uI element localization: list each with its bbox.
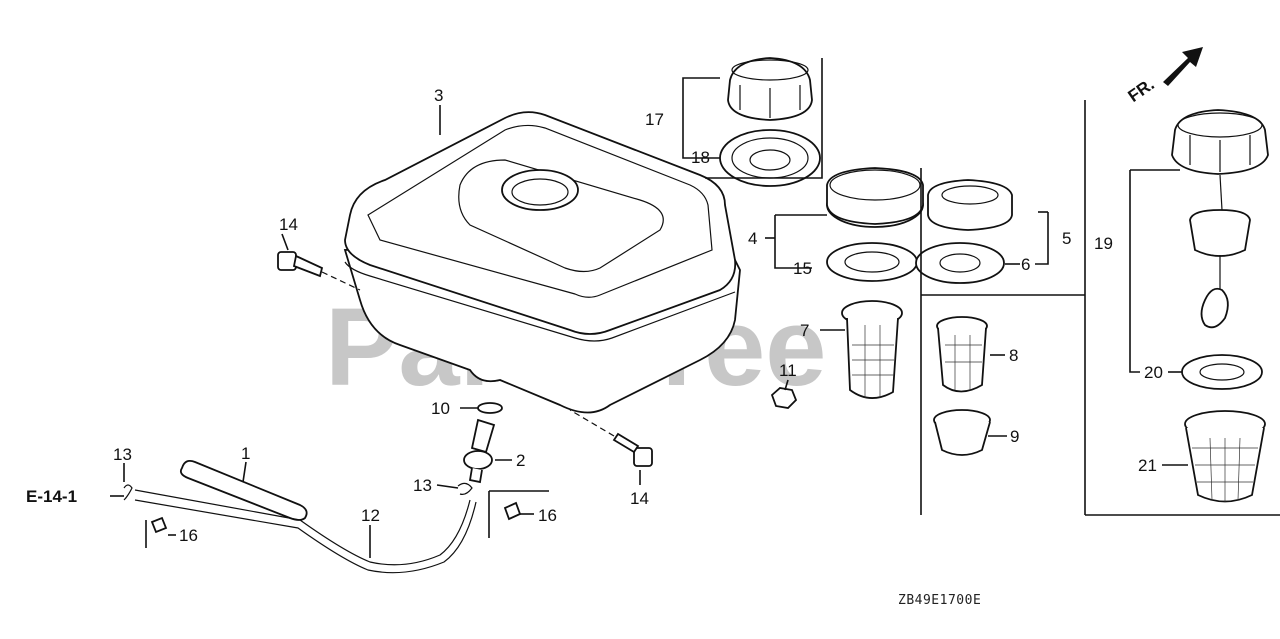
callout-16-right: 16 (538, 506, 557, 525)
callout-8: 8 (1009, 346, 1018, 365)
callout-12: 12 (361, 506, 380, 525)
callout-4: 4 (748, 229, 757, 248)
strainer-cup-9[interactable] (933, 409, 991, 456)
bracket-17-18 (705, 58, 823, 179)
leader-lines (110, 105, 1188, 558)
callout-14-lower: 14 (630, 489, 649, 508)
filler-cap-17[interactable] (727, 57, 813, 121)
callout-18: 18 (691, 148, 710, 167)
fuel-strainer-7[interactable] (841, 300, 903, 399)
callout-6: 6 (1021, 255, 1030, 274)
callout-7: 7 (800, 321, 809, 340)
callout-15: 15 (793, 259, 812, 278)
cap-gasket-6[interactable] (915, 242, 1005, 284)
callout-13-right: 13 (413, 476, 432, 495)
bolt-14-upper[interactable] (277, 251, 361, 291)
callout-3: 3 (434, 86, 443, 105)
clip-16-left[interactable] (150, 516, 168, 534)
fuel-strainer-8[interactable] (936, 316, 988, 393)
callout-19: 19 (1094, 234, 1113, 253)
callout-17: 17 (645, 110, 664, 129)
callout-21: 21 (1138, 456, 1157, 475)
callout-14-upper: 14 (279, 215, 298, 234)
clip-16-right[interactable] (503, 501, 522, 521)
callout-20: 20 (1144, 363, 1163, 382)
callout-11: 11 (779, 361, 797, 380)
fuel-hose-1[interactable] (179, 459, 308, 521)
filler-cap-19[interactable] (1171, 109, 1269, 329)
callout-13-left: 13 (113, 445, 132, 464)
fuel-tank[interactable] (343, 111, 741, 414)
callout-1: 1 (241, 444, 250, 463)
fuel-tube-12[interactable] (134, 489, 477, 574)
callout-5: 5 (1062, 229, 1071, 248)
filler-cap-5[interactable] (927, 179, 1013, 231)
callout-10: 10 (431, 399, 450, 418)
washer-10[interactable] (477, 402, 503, 414)
diagram-code: ZB49E1700E (898, 593, 981, 608)
hose-clamp-13-right[interactable] (457, 482, 473, 495)
callout-16-left: 16 (179, 526, 198, 545)
front-direction-arrow-icon (1163, 47, 1203, 86)
bolt-14-lower[interactable] (569, 409, 653, 467)
cap-gasket-15[interactable] (826, 242, 918, 282)
bracket-17 (682, 77, 720, 159)
front-label: FR. (1125, 75, 1158, 106)
reference-link[interactable]: E-14-1 (26, 487, 77, 506)
bracket-16-right (488, 490, 549, 538)
callout-9: 9 (1010, 427, 1019, 446)
fuel-strainer-21[interactable] (1184, 410, 1266, 503)
cap-gasket-20[interactable] (1181, 354, 1263, 390)
nut-11[interactable] (770, 387, 798, 409)
callout-2: 2 (516, 451, 525, 470)
fuel-cock-2[interactable] (463, 418, 496, 484)
filler-cap-4[interactable] (826, 167, 924, 228)
hose-clamp-13-left[interactable] (123, 484, 133, 501)
